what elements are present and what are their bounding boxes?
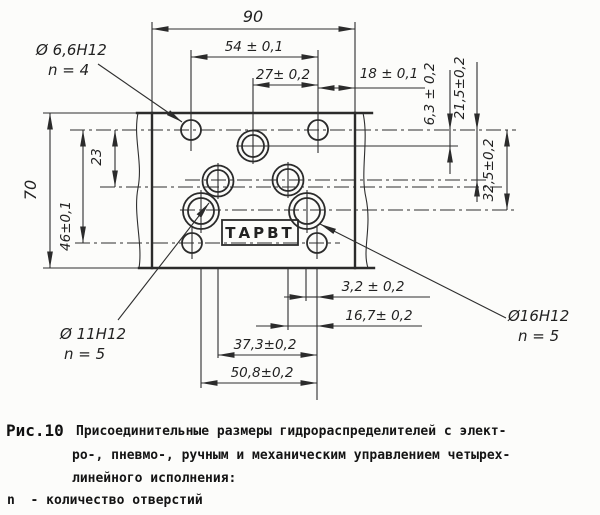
leader-port16 bbox=[319, 223, 507, 319]
dim-54: 54 ± 0,1 bbox=[225, 39, 284, 55]
caption-note: n - количество отверстий bbox=[7, 493, 203, 508]
dim-21-5: 21,5±0,2 bbox=[452, 57, 468, 120]
technical-drawing: ТАРВТ 90 54 ± 0,1 27± 0,2 18 ± 0,1 70 46… bbox=[21, 7, 569, 400]
port-marking-text: ТАРВТ bbox=[225, 224, 295, 242]
valve-body-outline bbox=[135, 111, 376, 270]
leader-lines bbox=[97, 63, 507, 321]
label-bolt-n: n = 4 bbox=[48, 61, 89, 79]
label-bolt-dia: Ø 6,6H12 bbox=[35, 41, 107, 59]
bolt-holes bbox=[180, 119, 329, 254]
dim-46: 46±0,1 bbox=[58, 201, 74, 251]
leader-port11 bbox=[117, 202, 210, 321]
dim-18: 18 ± 0,1 bbox=[360, 66, 419, 82]
dim-37-3: 37,3±0,2 bbox=[234, 337, 297, 353]
dim-32-5: 32,5±0,2 bbox=[481, 139, 497, 202]
dim-3-2: 3,2 ± 0,2 bbox=[342, 279, 405, 295]
dim-6-3: 6,3 ± 0,2 bbox=[422, 63, 438, 126]
dimension-lines bbox=[47, 26, 510, 386]
figure-number: Рис.10 bbox=[6, 421, 64, 440]
label-port11-dia: Ø 11H12 bbox=[59, 325, 126, 343]
break-line-left bbox=[136, 112, 141, 269]
dim-50-8: 50,8±0,2 bbox=[231, 365, 294, 381]
dim-70: 70 bbox=[21, 180, 40, 200]
label-port16-n: n = 5 bbox=[518, 327, 559, 345]
dim-90: 90 bbox=[243, 7, 263, 26]
label-port16-dia: Ø16H12 bbox=[507, 307, 569, 325]
hole-callouts: Ø 6,6H12 n = 4 Ø 11H12 n = 5 Ø16H12 n = … bbox=[35, 41, 569, 363]
label-port11-n: n = 5 bbox=[64, 345, 105, 363]
dim-16-7: 16,7± 0,2 bbox=[345, 308, 412, 324]
extension-lines bbox=[43, 22, 356, 400]
break-line-right bbox=[362, 112, 369, 269]
dim-23: 23 bbox=[89, 148, 105, 165]
port-holes bbox=[182, 129, 326, 230]
caption-line-2: ро-, пневмо-, ручным и механическим упра… bbox=[72, 448, 511, 463]
caption-line-1: Присоединительные размеры гидрораспредел… bbox=[76, 424, 507, 439]
port-marking-plate: ТАРВТ bbox=[221, 219, 299, 246]
leader-bolt-hole bbox=[97, 63, 183, 123]
dim-27: 27± 0,2 bbox=[256, 67, 310, 83]
centerlines bbox=[70, 129, 516, 244]
caption-line-3: линейного исполнения: bbox=[72, 471, 237, 486]
dimension-texts: 90 54 ± 0,1 27± 0,2 18 ± 0,1 70 46±0,1 2… bbox=[21, 7, 497, 381]
